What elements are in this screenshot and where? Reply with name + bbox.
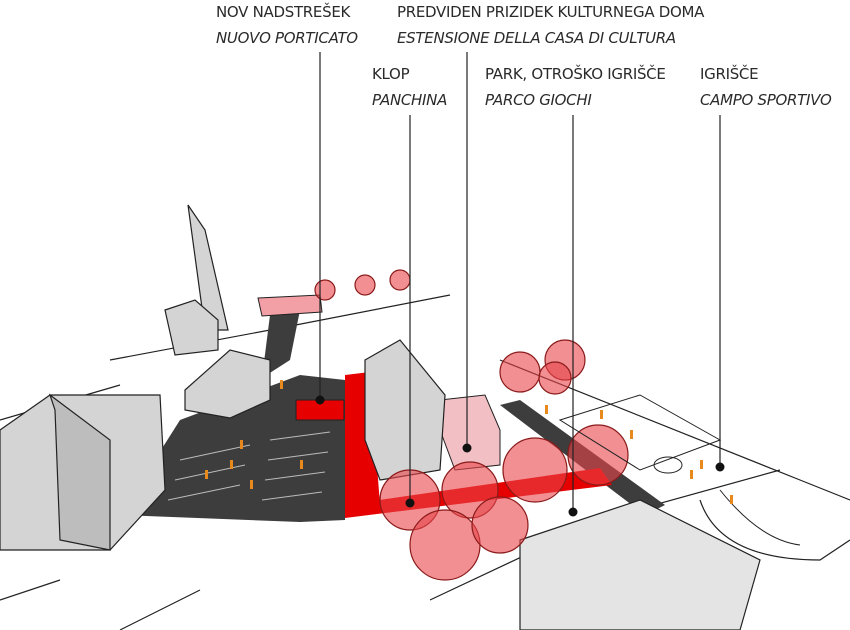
label-it: CAMPO SPORTIVO	[700, 91, 832, 109]
label-it: ESTENSIONE DELLA CASA DI CULTURA	[397, 29, 676, 47]
buildings	[0, 204, 761, 630]
label-it: PARCO GIOCHI	[485, 91, 592, 109]
label-new-canopy: NOV NADSTREŠEK NUOVO PORTICATO	[216, 0, 358, 51]
leader-dots	[315, 395, 725, 517]
people	[205, 380, 733, 504]
label-sports: IGRIŠČE CAMPO SPORTIVO	[700, 61, 832, 113]
label-sl: KLOP	[372, 65, 410, 83]
label-sl: PARK, OTROŠKO IGRIŠČE	[485, 65, 666, 83]
label-sl: PREDVIDEN PRIZIDEK KULTURNEGA DOMA	[397, 3, 705, 21]
label-it: NUOVO PORTICATO	[216, 29, 358, 47]
top-canopy	[257, 294, 323, 317]
path-strip	[262, 310, 300, 378]
label-it: PANCHINA	[372, 91, 448, 109]
leader-lines	[319, 52, 721, 512]
label-park: PARK, OTROŠKO IGRIŠČE PARCO GIOCHI	[485, 61, 666, 113]
label-extension: PREDVIDEN PRIZIDEK KULTURNEGA DOMA ESTEN…	[397, 0, 704, 51]
label-bench: KLOP PANCHINA	[372, 61, 447, 113]
label-sl: IGRIŠČE	[700, 65, 759, 83]
extension-building	[439, 394, 501, 471]
plaza-grid	[167, 431, 331, 501]
site-outlines	[0, 294, 850, 630]
label-sl: NOV NADSTREŠEK	[216, 3, 351, 21]
